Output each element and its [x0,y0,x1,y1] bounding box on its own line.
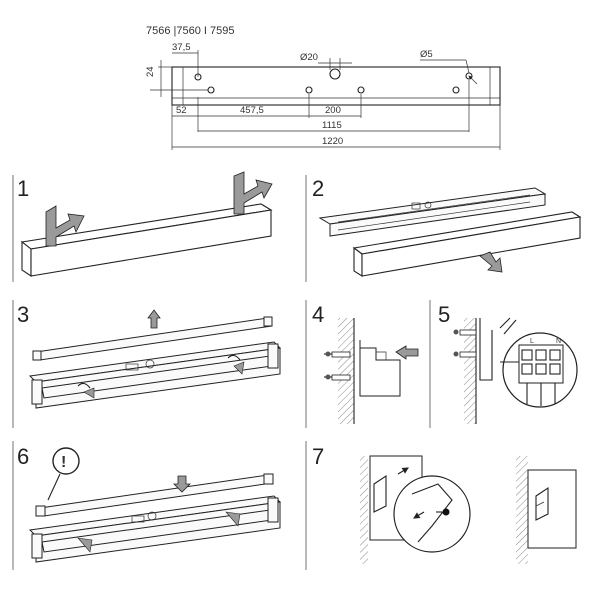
warning-symbol: ! [61,454,66,471]
terminal-block-detail: L N [500,332,578,408]
rotate-arrow-icon [225,511,241,527]
step-1-number: 1 [17,176,29,201]
wall-hatch [360,456,368,564]
dim-457-5: 457,5 [240,105,264,116]
step-1-panel: 1 [17,171,273,278]
step-5-panel: 5 L N [438,302,578,424]
mounting-hole [452,86,460,94]
cable-entry-hole [329,68,341,80]
wall-plug-icon [453,329,477,336]
model-codes: 7566 |7560 I 7595 [146,25,235,37]
warning-icon: ! [47,447,80,501]
step-3-number: 3 [17,302,29,327]
step-6-number: 6 [17,444,29,469]
step-3-panel: 3 [17,302,282,409]
dim-phi20: Ø20 [300,52,318,63]
wall-hatch [516,456,528,564]
wall-hatch [338,318,354,424]
wall-plug-icon [324,374,351,381]
left-arrow-icon [395,345,419,360]
magnified-detail [393,475,471,553]
rotate-arrow-icon [77,382,95,399]
rotate-arrow-icon [227,354,245,375]
dim-1115: 1115 [322,120,342,131]
dim-37-5: 37,5 [172,42,191,53]
dim-52: 52 [176,105,187,116]
step-7-number: 7 [312,444,324,469]
step-4-panel: 4 [312,302,419,424]
terminal-label-n: N [556,338,561,345]
mounting-hole [207,86,215,94]
terminal-label-l: L [530,338,534,345]
dimension-drawing: 7566 |7560 I 7595 37,5 24 Ø20 Ø5 [145,25,501,150]
diffuser-cover [361,216,581,277]
dim-1220: 1220 [322,136,343,147]
lift-arrow-icon [233,171,273,215]
dim-200: 200 [325,105,341,116]
rotate-arrow-icon [77,537,93,553]
down-arrow-icon [173,475,191,493]
panel-separators [12,175,431,570]
up-arrow-icon [147,309,161,329]
wall-hatch [464,318,476,424]
step-2-number: 2 [312,176,324,201]
wall-plug-icon [324,351,351,358]
dim-phi5: Ø5 [420,49,433,60]
step-5-number: 5 [438,302,450,327]
step-7-panel: 7 [312,444,577,564]
wall-plug-icon [453,351,477,358]
step-4-number: 4 [312,302,324,327]
dim-24: 24 [145,66,156,77]
mounting-hole [357,86,365,94]
housing-outline [171,66,501,106]
down-arrow-icon [479,251,503,273]
step-2-panel: 2 [312,176,582,277]
step-6-panel: 6 ! [17,444,282,563]
lift-arrow-icon [45,205,85,247]
mounting-hole [305,86,313,94]
diffuser-cover [30,209,272,277]
